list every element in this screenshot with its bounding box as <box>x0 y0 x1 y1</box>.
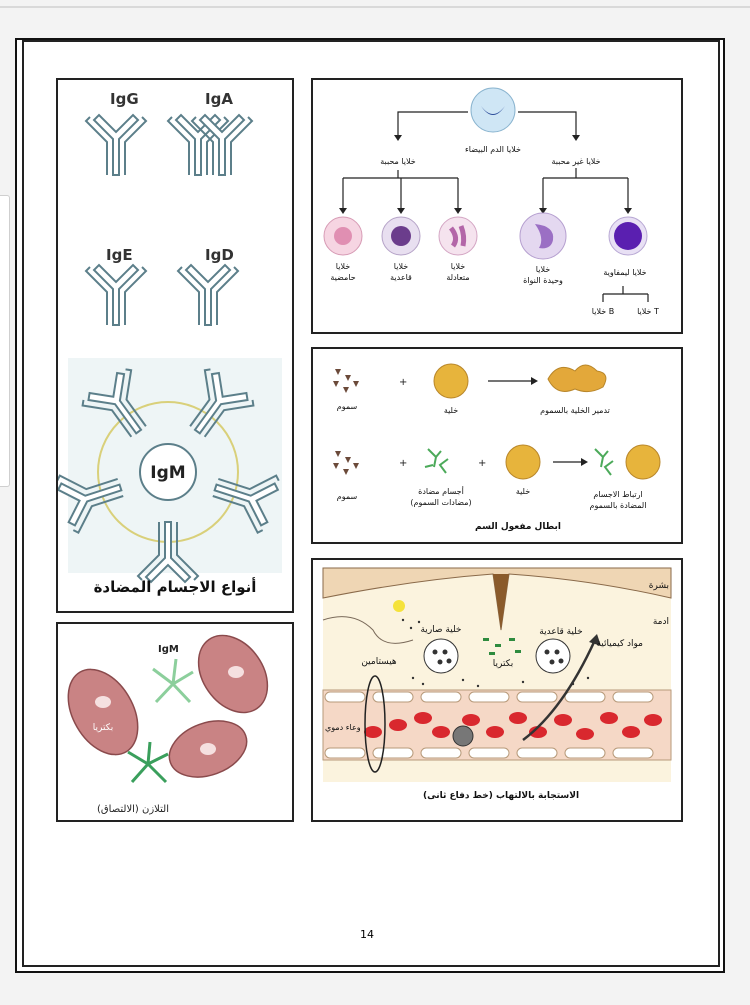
igm-core <box>139 443 197 501</box>
neutrophil-label-1: خلايا <box>451 262 465 271</box>
toxins-label-1: سموم <box>337 402 358 411</box>
igg-label: IgG <box>110 90 139 108</box>
wound-spike <box>493 574 509 630</box>
bacteria-dots-icon <box>483 638 521 655</box>
igd-label: IgD <box>205 246 234 264</box>
tree-arrowheads <box>339 135 632 214</box>
reaction-arrowhead-1 <box>531 377 538 385</box>
epidermis-label: بشرة <box>649 581 669 591</box>
bacterium-3 <box>168 720 248 778</box>
ige-antibody-icon <box>85 264 147 326</box>
antibody-types-panel: IgG IgA IgE IgD IgM أنواع الاجسام المضاد… <box>56 78 294 613</box>
plus-sign-2: + <box>399 458 407 469</box>
toxin-neutralization-caption: ابطال مفعول السم <box>475 522 561 532</box>
basophil-cell-icon <box>535 638 571 674</box>
vessel-cross-section-ring <box>364 675 386 773</box>
wbc-classification-panel: خلايا الدم البيضاء خلايا محببة خلايا غير… <box>311 78 683 334</box>
chemical-dots <box>401 618 590 688</box>
injury-spark-icon <box>393 600 405 612</box>
lymphocyte-label: خلايا ليمفاوية <box>603 268 646 277</box>
iga-label: IgA <box>205 90 233 108</box>
mast-cell-icon <box>423 638 459 674</box>
antibodies-label-1: أجسام مضادة <box>418 486 464 496</box>
white-blood-cell-icon <box>470 87 516 133</box>
agglutination-igm-label: IgM <box>158 644 179 655</box>
toxins-icon-2 <box>333 451 359 475</box>
red-blood-cells <box>364 712 662 740</box>
wbc-nucleus-icon <box>481 106 505 115</box>
t-cells-label: خلايا T <box>637 307 659 316</box>
chemicals-label: مواد كيميائية <box>596 639 643 649</box>
side-scroll-tab[interactable] <box>0 195 10 487</box>
igg-antibody-icon <box>85 114 147 176</box>
ige-label: IgE <box>106 246 133 264</box>
igm-label: IgM <box>150 463 185 483</box>
histamine-label: هيستامين <box>361 657 397 667</box>
agglutination-panel: بكتريا IgM التلازن (الالتصاق) <box>56 622 294 822</box>
migration-arrowhead <box>589 634 601 646</box>
cell-eosinophil <box>323 216 363 256</box>
dermis-label: ادمة <box>653 617 669 627</box>
plus-sign-1: + <box>399 377 407 388</box>
cell-label-2: خلية <box>516 487 530 496</box>
inflammation-caption: الاستجابة بالالتهاب (خط دفاع ثانى) <box>423 791 579 801</box>
monocyte-label-1: خلايا <box>536 265 550 274</box>
cell-icon-2 <box>505 444 541 480</box>
cell-icon-1 <box>433 363 469 399</box>
basophil-label-2: قاعدية <box>390 273 412 282</box>
bacteria-label: بكتريا <box>93 723 113 733</box>
plus-sign-3: + <box>478 458 486 469</box>
monocyte-label-2: وحيدة النواة <box>523 276 563 285</box>
wbc-root-label: خلايا الدم البيضاء <box>465 145 521 154</box>
blood-vessel-label: وعاء دموي <box>325 723 361 732</box>
igm-star-1 <box>152 658 194 704</box>
protected-cell-icon <box>625 444 661 480</box>
igd-antibody-icon <box>177 264 239 326</box>
bound-antibodies-icon <box>594 448 614 476</box>
basophil-label-1: خلايا <box>394 262 408 271</box>
destroyed-cell-icon <box>547 364 607 393</box>
toxins-icon-1 <box>333 369 359 393</box>
white-cell-in-vessel <box>452 725 474 747</box>
eosinophil-label-2: حامضية <box>330 273 355 282</box>
antibody-types-caption: أنواع الاجسام المضادة <box>94 577 257 596</box>
igm-star-2 <box>127 741 169 784</box>
migration-arrow <box>522 639 597 741</box>
agranular-branch-label: خلايا غير محببة <box>551 157 600 166</box>
bacteria-label: بكتريا <box>493 659 513 669</box>
inflammation-panel: بشرة ادمة مواد كيميائية خلية صارية خلية … <box>311 558 683 822</box>
bacterium-1 <box>67 668 139 756</box>
reaction-arrowhead-2 <box>581 458 588 466</box>
eosinophil-label-1: خلايا <box>336 262 350 271</box>
antibodies-label-2: (مضادات السموم) <box>410 498 471 507</box>
cell-monocyte <box>519 212 567 260</box>
dermis-line <box>322 616 414 644</box>
cell-lymphocyte <box>608 216 648 256</box>
agglutination-caption: التلازن (الالتصاق) <box>97 804 169 815</box>
destroyed-cell-label: تدمير الخلية بالسموم <box>540 406 610 415</box>
cell-label-1: خلية <box>444 406 458 415</box>
bacterium-2 <box>197 634 269 714</box>
top-divider <box>0 6 750 8</box>
granular-branch-label: خلايا محببة <box>380 157 416 166</box>
neutrophil-label-2: متعادلة <box>446 273 469 282</box>
basophil-label: خلية قاعدية <box>539 627 582 637</box>
bound-antibodies-label-1: ارتباط الاجسام <box>593 490 642 499</box>
antibodies-icon <box>424 448 449 474</box>
tree-lines <box>342 111 649 302</box>
toxins-label-2: سموم <box>337 492 358 501</box>
cell-basophil <box>381 216 421 256</box>
mast-cell-label: خلية صارية <box>420 625 461 635</box>
toxin-neutralization-panel: سموم + خلية تدمير الخلية بالسموم سموم + … <box>311 347 683 544</box>
page-number: 14 <box>360 928 374 941</box>
b-cells-label: خلايا B <box>592 307 614 316</box>
cell-neutrophil <box>438 216 478 256</box>
bound-antibodies-label-2: المضادة بالسموم <box>590 501 647 510</box>
